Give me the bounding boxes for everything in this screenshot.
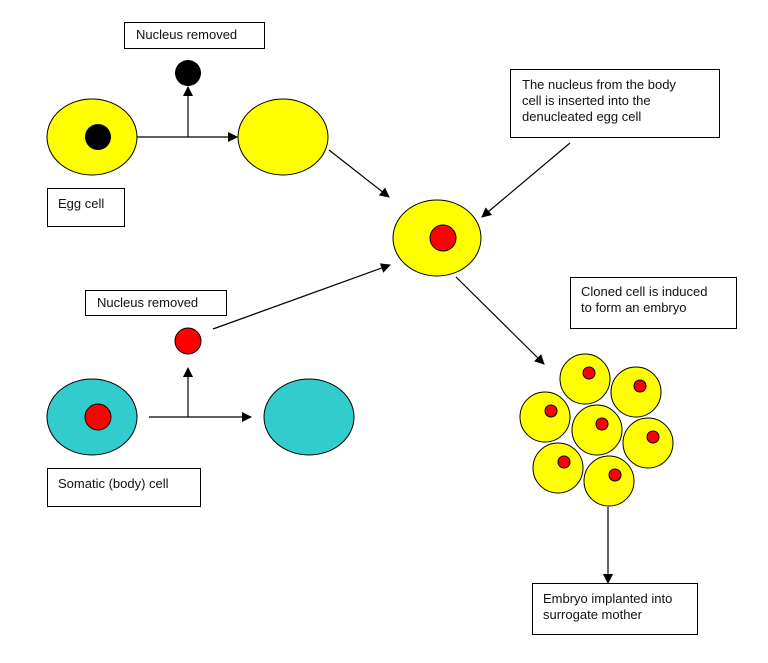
arrow-insertion-to-fused [481,142,571,218]
embryo-cell [519,391,571,443]
embryo-cell [622,417,674,469]
somatic-nucleus [84,403,112,431]
embryo-cell [571,404,623,456]
label-implanted: Embryo implanted into surrogate mother [532,583,698,635]
arrow-somatic-nucleus-to-fused [212,263,391,330]
embryo-cell-nucleus [646,430,660,444]
removed-egg-nucleus [175,60,201,86]
enucleated-somatic-cell [263,378,355,456]
embryo-cell-nucleus [544,404,558,418]
label-somatic-nucleus-removed: Nucleus removed [85,290,227,316]
removed-somatic-nucleus [174,327,202,355]
fused-cell-nucleus [429,224,457,252]
arrow-fused-to-embryo [455,276,545,365]
label-embryo-induced: Cloned cell is induced to form an embryo [570,277,737,329]
label-somatic-cell: Somatic (body) cell [47,468,201,507]
embryo-cell-nucleus [608,468,622,482]
embryo-cell [559,353,611,405]
embryo-cell-nucleus [595,417,609,431]
embryo-cell-nucleus [582,366,596,380]
arrow-enucleated-to-fused [328,149,390,198]
label-insertion: The nucleus from the body cell is insert… [510,69,720,138]
embryo-cell-nucleus [633,379,647,393]
embryo-cluster [519,353,674,507]
embryo-cell [610,366,662,418]
enucleated-egg-cell [237,98,329,176]
label-egg-nucleus-removed: Nucleus removed [124,22,265,49]
label-egg-cell: Egg cell [47,188,125,227]
embryo-cell [532,442,584,494]
embryo-cell [583,455,635,507]
egg-nucleus [85,124,111,150]
embryo-cell-nucleus [557,455,571,469]
